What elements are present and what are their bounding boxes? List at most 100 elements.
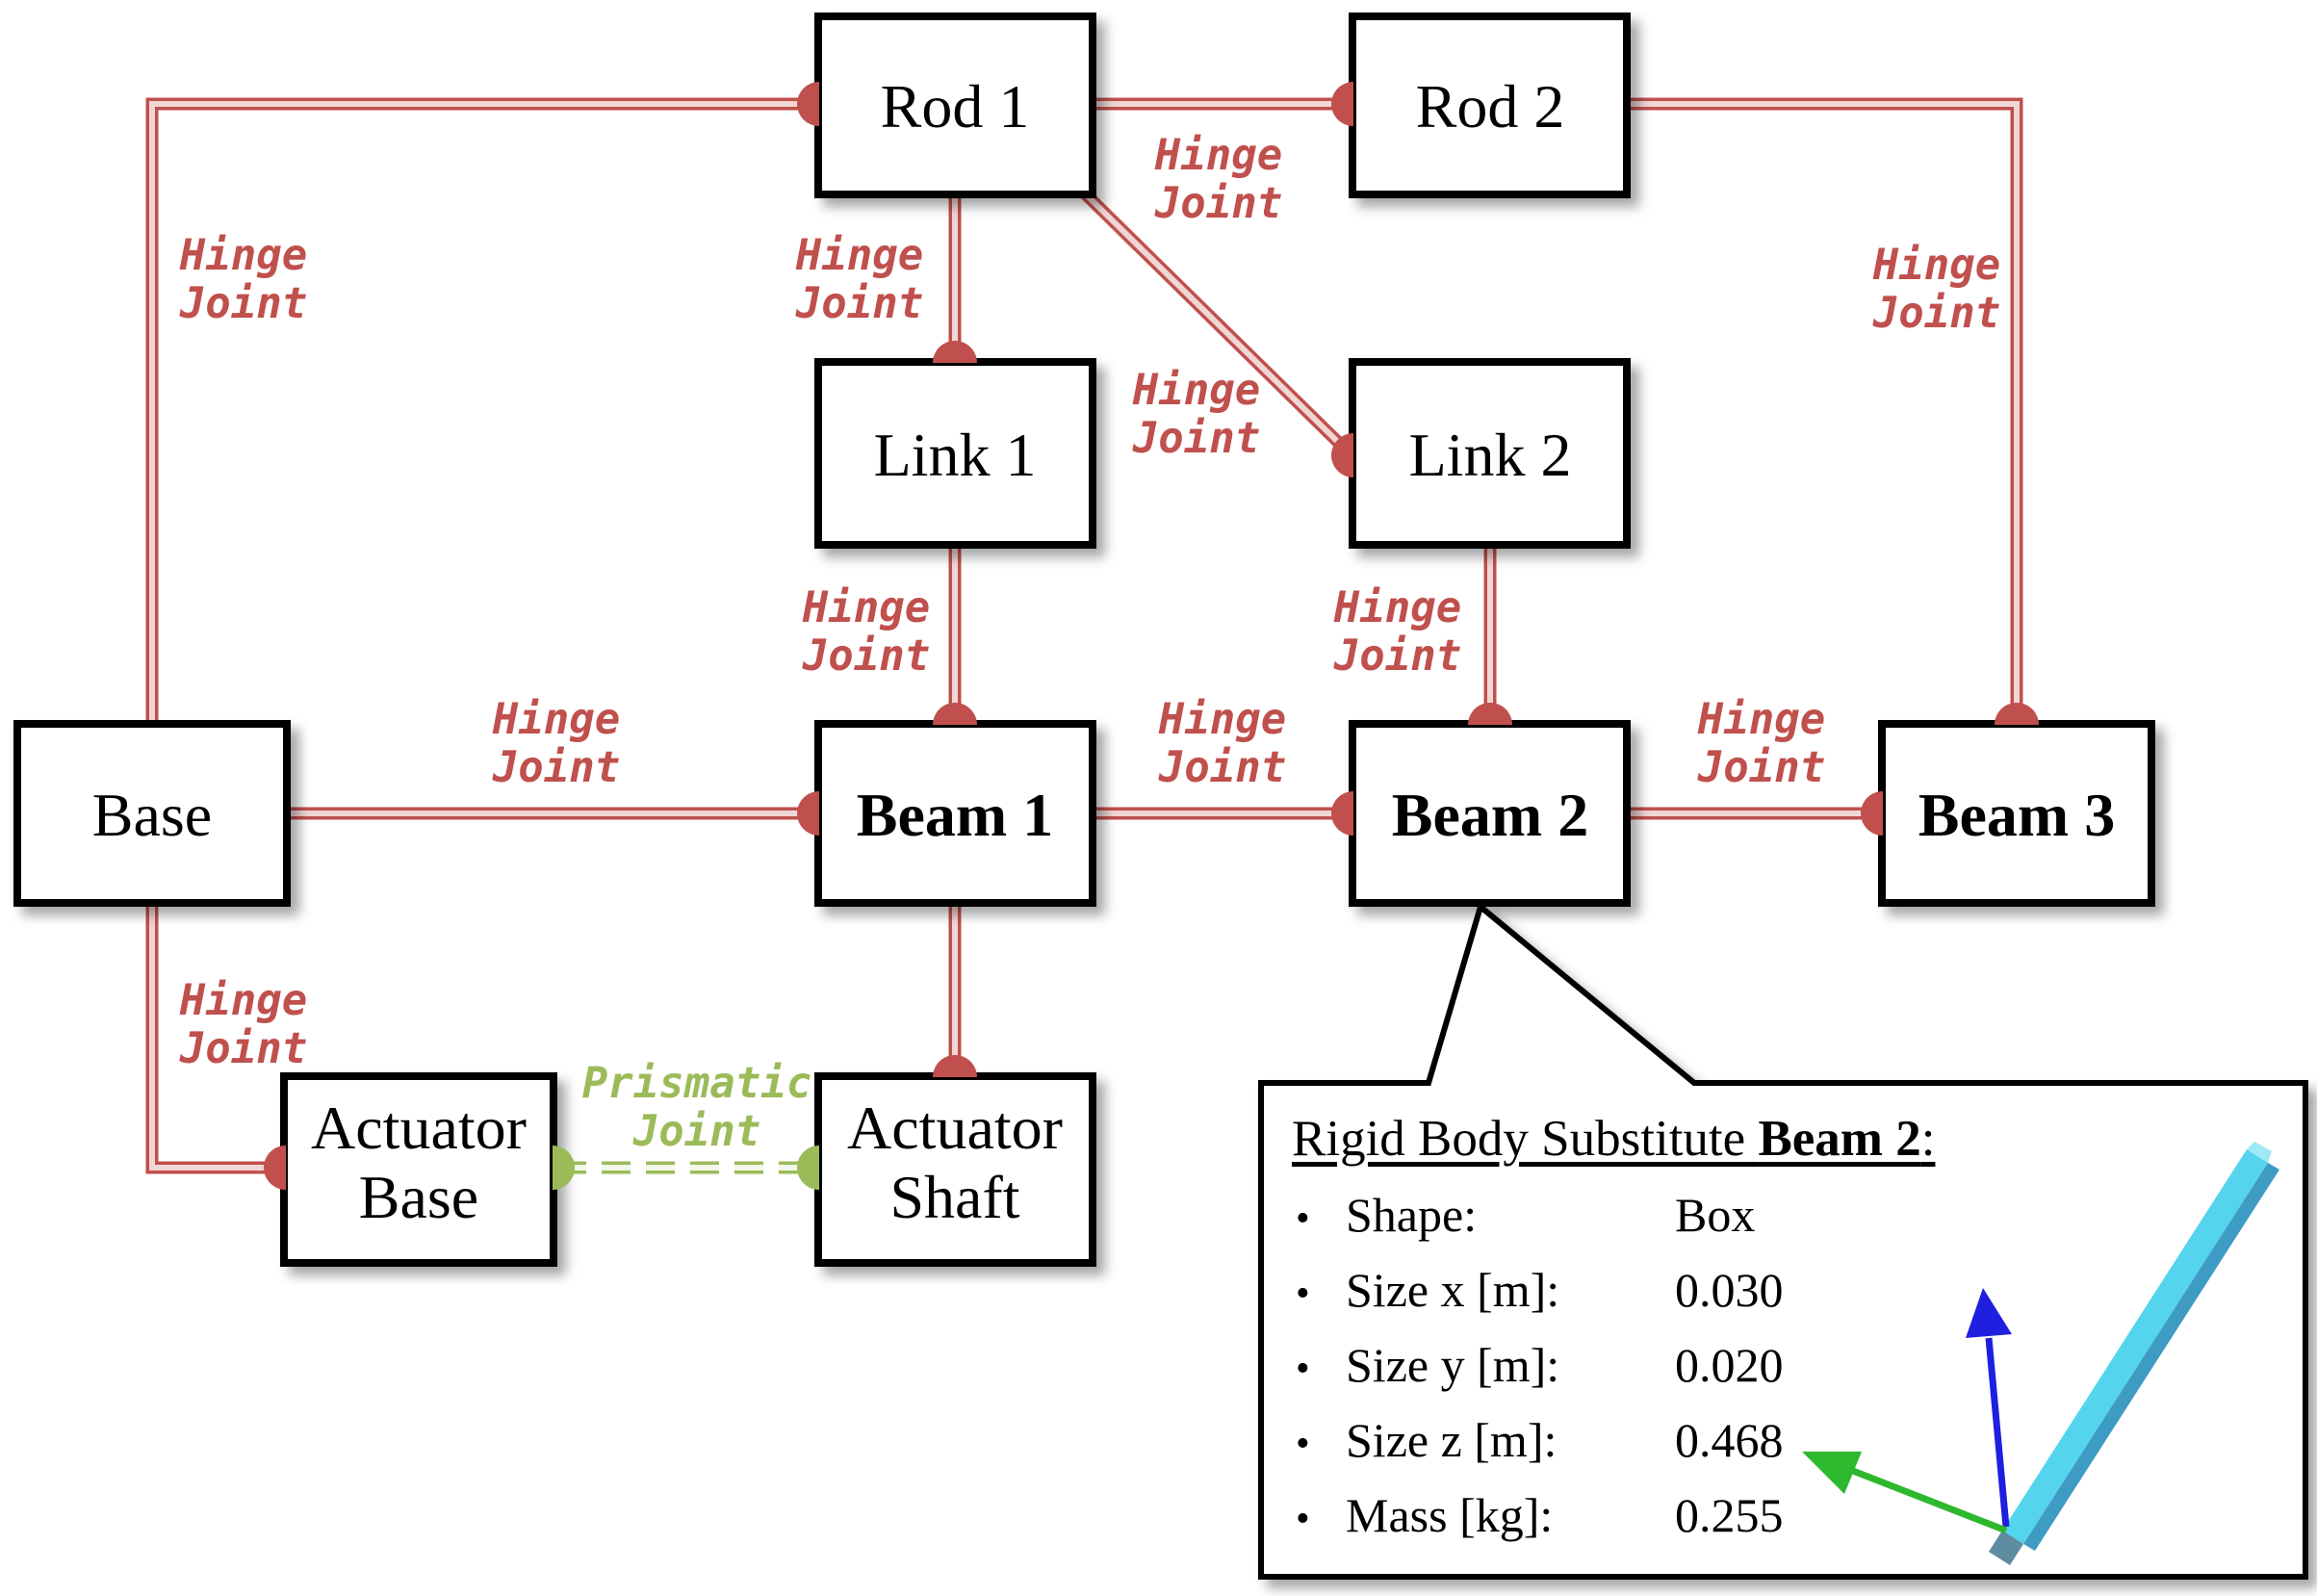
- svg-text:Hinge: Hinge: [1872, 241, 2000, 290]
- info-row-label: Mass [kg]:: [1346, 1488, 1554, 1542]
- info-title-suffix: :: [1920, 1111, 1936, 1167]
- joint-dot: [797, 82, 819, 126]
- joint-label-base-rod1: Hinge Joint: [179, 231, 307, 328]
- svg-text:Hinge: Hinge: [795, 231, 923, 280]
- svg-text:Joint: Joint: [1333, 631, 1461, 681]
- node-rod1: Rod 1: [814, 13, 1096, 198]
- bullet-icon: •: [1296, 1422, 1310, 1466]
- node-link2-label: Link 2: [1409, 421, 1572, 489]
- info-row-size-x: • Size x [m]: 0.030: [1296, 1262, 2305, 1337]
- svg-text:Joint: Joint: [632, 1107, 760, 1156]
- nodes: Base Rod 1 Rod 2 Link 1 Link 2 Beam 1 Be…: [13, 13, 2155, 1267]
- node-actuator-base-label-line2: Base: [359, 1163, 478, 1231]
- node-beam2: Beam 2: [1349, 720, 1631, 907]
- beam-3d-figure: [1802, 1142, 2279, 1565]
- svg-text:Joint: Joint: [492, 743, 620, 792]
- joint-dot: [264, 1146, 286, 1190]
- svg-text:Hinge: Hinge: [179, 976, 307, 1025]
- info-row-value: 0.020: [1675, 1338, 1784, 1392]
- node-actuator-shaft-label-line2: Shaft: [889, 1163, 1019, 1231]
- joint-dot: [1995, 703, 2039, 725]
- joint-dot: [553, 1146, 575, 1190]
- info-row-value: 0.030: [1675, 1263, 1784, 1317]
- node-beam1: Beam 1: [814, 720, 1096, 907]
- joint-label-prismatic: Prismatic Joint: [582, 1059, 811, 1156]
- info-row-value: 0.468: [1675, 1413, 1784, 1467]
- joint-dot: [933, 703, 977, 725]
- info-row-value: 0.255: [1675, 1488, 1784, 1542]
- beam-3d-end-cap: [1989, 1531, 2023, 1565]
- info-title-bold: Beam 2: [1758, 1111, 1921, 1167]
- joint-label-link2-beam2: Hinge Joint: [1333, 583, 1461, 681]
- node-beam2-label: Beam 2: [1392, 781, 1588, 849]
- joint-dot: [1331, 82, 1353, 126]
- node-beam1-label: Beam 1: [857, 781, 1053, 849]
- joint-label-rod1-rod2: Hinge Joint: [1154, 131, 1282, 228]
- node-beam3-label: Beam 3: [1918, 781, 2115, 849]
- joint-label-beam1-beam2: Hinge Joint: [1158, 695, 1286, 792]
- joint-dot: [797, 1146, 819, 1190]
- joint-labels: Hinge Joint Hinge Joint Hinge Joint Hing…: [179, 131, 2000, 1156]
- joint-dot: [1331, 791, 1353, 836]
- svg-text:Hinge: Hinge: [1132, 366, 1260, 415]
- joint-base-rod1: [145, 97, 816, 732]
- bullet-icon: •: [1296, 1497, 1310, 1541]
- info-row-label: Size x [m]:: [1346, 1263, 1560, 1317]
- svg-text:Hinge: Hinge: [1158, 695, 1286, 744]
- joint-label-rod2-beam3: Hinge Joint: [1872, 241, 2000, 338]
- node-beam3: Beam 3: [1878, 720, 2155, 907]
- info-row-value: Box: [1675, 1188, 1756, 1242]
- info-row-mass: • Mass [kg]: 0.255: [1296, 1487, 2305, 1562]
- node-link1: Link 1: [814, 358, 1096, 549]
- info-row-size-z: • Size z [m]: 0.468: [1296, 1412, 2305, 1487]
- info-panel-title: Rigid Body Substitute Beam 2:: [1292, 1110, 2305, 1168]
- joint-dot: [1861, 791, 1883, 836]
- info-panel-callout: [1258, 901, 2308, 1580]
- beam-3d-tip-highlight: [2247, 1142, 2272, 1163]
- node-actuator-base-label-line1: Actuator: [311, 1094, 527, 1162]
- bullet-icon: •: [1296, 1272, 1310, 1316]
- node-base: Base: [13, 720, 291, 907]
- svg-text:Joint: Joint: [1872, 289, 2000, 338]
- info-panel: Rigid Body Substitute Beam 2: • Shape: B…: [1261, 1083, 2305, 1577]
- green-axis-arrow: [1802, 1452, 2008, 1534]
- info-row-shape: • Shape: Box: [1296, 1187, 2305, 1262]
- joint-label-rod1-link2: Hinge Joint: [1132, 366, 1260, 463]
- beam-3d-side-face: [2023, 1163, 2279, 1551]
- node-base-label: Base: [92, 781, 212, 849]
- node-actuator-shaft-label-line1: Actuator: [847, 1094, 1063, 1162]
- joint-label-base-beam1: Hinge Joint: [492, 695, 620, 792]
- joint-base-actuator-base: [145, 901, 284, 1174]
- svg-text:Joint: Joint: [802, 631, 930, 681]
- joint-dot: [933, 341, 977, 363]
- node-link1-label: Link 1: [874, 421, 1037, 489]
- bullet-icon: •: [1296, 1197, 1310, 1241]
- joint-lines: [145, 97, 2023, 1174]
- svg-text:Hinge: Hinge: [492, 695, 620, 744]
- joint-dot: [797, 791, 819, 836]
- beam-3d-top-face: [2002, 1149, 2268, 1544]
- svg-text:Joint: Joint: [1132, 414, 1260, 463]
- info-title-prefix: Rigid Body Substitute: [1292, 1111, 1759, 1167]
- svg-text:Joint: Joint: [1158, 743, 1286, 792]
- joint-dots: [264, 82, 2039, 1190]
- joint-dot: [933, 1055, 977, 1077]
- svg-text:Hinge: Hinge: [1154, 131, 1282, 180]
- svg-text:Hinge: Hinge: [179, 231, 307, 280]
- svg-text:Hinge: Hinge: [802, 583, 930, 632]
- svg-text:Joint: Joint: [795, 279, 923, 328]
- node-rod2-label: Rod 2: [1416, 72, 1565, 141]
- joint-label-link1-beam1: Hinge Joint: [802, 583, 930, 681]
- svg-text:Joint: Joint: [179, 1024, 307, 1073]
- joint-rod2-beam3: [1627, 97, 2023, 722]
- svg-text:Joint: Joint: [179, 279, 307, 328]
- joint-label-beam2-beam3: Hinge Joint: [1697, 695, 1825, 792]
- joint-dot: [1331, 433, 1353, 477]
- node-rod1-label: Rod 1: [881, 72, 1030, 141]
- info-row-size-y: • Size y [m]: 0.020: [1296, 1337, 2305, 1412]
- svg-text:Joint: Joint: [1697, 743, 1825, 792]
- svg-text:Joint: Joint: [1154, 179, 1282, 228]
- info-row-label: Shape:: [1346, 1188, 1478, 1242]
